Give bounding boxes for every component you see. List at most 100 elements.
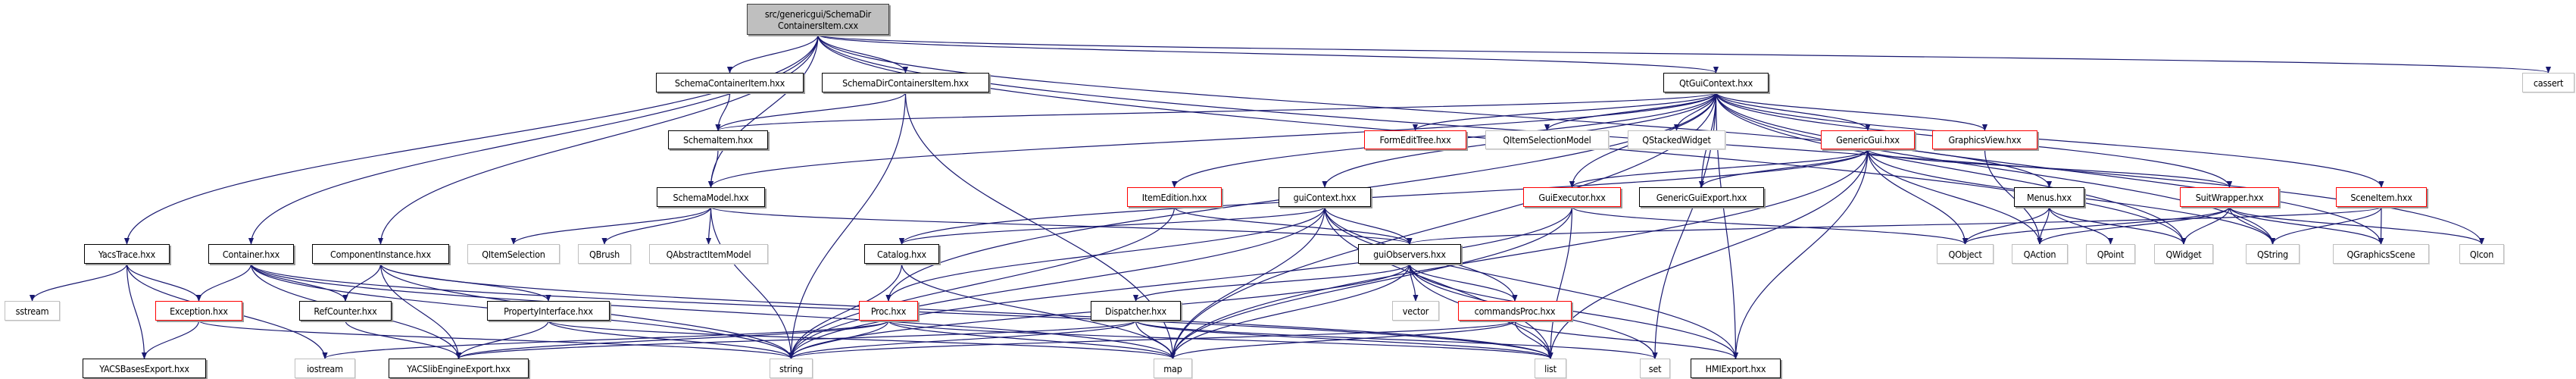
edge-dispatcher-to-set — [1135, 320, 1658, 359]
node-q-item-selection: QItemSelection — [467, 244, 560, 264]
edge-root-to-cassert — [817, 34, 2551, 74]
node-q-object: QObject — [1937, 244, 1994, 264]
edge-catalog-to-string — [788, 263, 903, 359]
edge-exception-to-yacs-bases-export — [141, 320, 200, 359]
edge-qt-gui-context-to-schema-item — [715, 92, 1717, 131]
edge-commands-proc-to-hmi-export — [1514, 320, 1738, 359]
node-yacs-bases-export[interactable]: YACSBasesExport.hxx — [83, 359, 206, 378]
node-menus[interactable]: Menus.hxx — [2014, 187, 2084, 207]
edge-generic-gui-to-list — [1547, 149, 1869, 359]
node-q-action: QAction — [2012, 244, 2068, 264]
edge-gui-executor-to-map — [1169, 206, 1573, 359]
edge-gui-context-to-catalog — [899, 206, 1325, 245]
node-form-edit-tree[interactable]: FormEditTree.hxx — [1364, 130, 1466, 149]
edge-proc-to-map — [888, 320, 1176, 359]
node-hmi-export[interactable]: HMIExport.hxx — [1691, 359, 1781, 378]
node-q-item-selection-model: QItemSelectionModel — [1485, 130, 1609, 149]
edge-schema-model-to-q-item-selection — [511, 206, 712, 245]
edge-container-to-exception — [195, 263, 252, 302]
node-q-stacked-widget: QStackedWidget — [1628, 130, 1725, 149]
node-q-point: QPoint — [2086, 244, 2135, 264]
node-gui-executor[interactable]: GuiExecutor.hxx — [1523, 187, 1621, 207]
edge-menus-to-q-point — [2048, 206, 2114, 245]
edge-schema-model-to-string — [710, 206, 795, 359]
node-q-icon: QIcon — [2459, 244, 2504, 264]
node-cassert: cassert — [2522, 73, 2574, 92]
edge-proc-to-list — [888, 320, 1553, 359]
edge-gui-context-to-string — [788, 206, 1325, 359]
edge-commands-proc-to-map — [1170, 320, 1516, 359]
node-dispatcher[interactable]: Dispatcher.hxx — [1091, 301, 1181, 321]
edge-qt-gui-context-to-form-edit-tree — [1413, 92, 1717, 131]
edge-generic-gui-to-q-action — [1867, 149, 2043, 245]
node-string: string — [770, 359, 813, 378]
node-suit-wrapper[interactable]: SuitWrapper.hxx — [2180, 187, 2279, 207]
edge-generic-gui-to-generic-gui-export — [1698, 149, 1869, 188]
node-exception[interactable]: Exception.hxx — [155, 301, 242, 321]
edge-gui-observers-to-commands-proc — [1409, 263, 1518, 302]
node-proc[interactable]: Proc.hxx — [859, 301, 918, 321]
node-container[interactable]: Container.hxx — [208, 244, 294, 264]
node-scene-item[interactable]: SceneItem.hxx — [2336, 187, 2427, 207]
edge-generic-gui-to-catalog — [899, 149, 1869, 245]
node-graphics-view[interactable]: GraphicsView.hxx — [1932, 130, 2037, 149]
edge-gui-context-to-list — [1324, 206, 1553, 359]
edge-gui-observers-to-map — [1169, 263, 1410, 359]
edge-proc-to-string — [788, 320, 889, 359]
node-q-graphics-scene: QGraphicsScene — [2333, 244, 2429, 264]
node-qt-gui-context[interactable]: QtGuiContext.hxx — [1663, 73, 1769, 92]
edge-suit-wrapper-to-q-icon — [2228, 206, 2484, 245]
edge-proc-to-iostream — [322, 320, 889, 359]
node-commands-proc[interactable]: commandsProc.hxx — [1458, 301, 1572, 321]
edge-yacs-trace-to-yacs-bases-export — [126, 263, 148, 359]
node-ref-counter[interactable]: RefCounter.hxx — [299, 301, 392, 321]
edge-yacs-trace-to-exception — [126, 263, 202, 302]
node-component-instance[interactable]: ComponentInstance.hxx — [312, 244, 449, 264]
edge-scene-item-to-q-string — [2269, 206, 2382, 245]
edge-generic-gui-to-map — [1169, 149, 1869, 359]
edge-qt-gui-context-to-graphics-view — [1715, 92, 1987, 131]
node-schema-dir-containers-item[interactable]: SchemaDirContainersItem.hxx — [822, 73, 989, 92]
node-schema-model[interactable]: SchemaModel.hxx — [657, 187, 765, 207]
edge-gui-context-to-gui-observers — [1324, 206, 1413, 245]
edge-yacs-trace-to-sstream — [29, 263, 128, 302]
edge-component-instance-to-ref-counter — [342, 263, 382, 302]
edge-generic-gui-to-q-object — [1867, 149, 1969, 245]
edge-schema-model-to-q-brush — [601, 206, 712, 245]
node-q-string: QString — [2246, 244, 2300, 264]
edge-property-interface-to-map — [548, 320, 1176, 359]
edge-commands-proc-to-list — [1514, 320, 1553, 359]
node-yacs-trace[interactable]: YacsTrace.hxx — [84, 244, 170, 264]
edge-dispatcher-to-string — [788, 320, 1137, 359]
edge-component-instance-to-yac-slib-engine-export — [379, 263, 462, 359]
edge-root-to-schema-model — [707, 34, 819, 188]
node-schema-item[interactable]: SchemaItem.hxx — [668, 130, 768, 149]
node-q-widget: QWidget — [2154, 244, 2213, 264]
node-yac-slib-engine-export[interactable]: YACSlibEngineExport.hxx — [389, 359, 529, 378]
edge-gui-executor-to-list — [1547, 206, 1573, 359]
edge-gui-observers-to-hmi-export — [1409, 263, 1739, 359]
node-schema-container-item[interactable]: SchemaContainerItem.hxx — [656, 73, 804, 92]
edge-root-to-schema-dir-containers-item — [817, 34, 909, 74]
node-catalog[interactable]: Catalog.hxx — [864, 244, 939, 264]
edge-root-to-qt-gui-context — [817, 34, 1719, 74]
edge-gui-context-to-map — [1169, 206, 1325, 359]
node-gui-observers[interactable]: guiObservers.hxx — [1358, 244, 1461, 264]
edge-scene-item-to-q-graphics-scene — [2378, 206, 2384, 245]
edge-suit-wrapper-to-q-object — [1962, 206, 2231, 245]
edge-scene-item-to-gui-observers — [1407, 206, 2382, 245]
node-generic-gui[interactable]: GenericGui.hxx — [1821, 130, 1915, 149]
edge-exception-to-string — [198, 320, 794, 359]
edge-suit-wrapper-to-q-action — [2037, 206, 2231, 245]
edge-schema-model-to-gui-observers — [710, 206, 1413, 245]
edge-container-to-map — [250, 263, 1176, 359]
node-generic-gui-export[interactable]: GenericGuiExport.hxx — [1639, 187, 1764, 207]
edge-root-to-menus — [817, 34, 2052, 188]
root-file-node: src/genericgui/SchemaDir ContainersItem.… — [747, 4, 889, 35]
node-q-abstract-item-model: QAbstractItemModel — [649, 244, 768, 264]
node-item-edition[interactable]: ItemEdition.hxx — [1127, 187, 1222, 207]
edge-gui-context-to-hmi-export — [1324, 206, 1739, 359]
node-property-interface[interactable]: PropertyInterface.hxx — [487, 301, 610, 321]
node-gui-context[interactable]: guiContext.hxx — [1279, 187, 1371, 207]
